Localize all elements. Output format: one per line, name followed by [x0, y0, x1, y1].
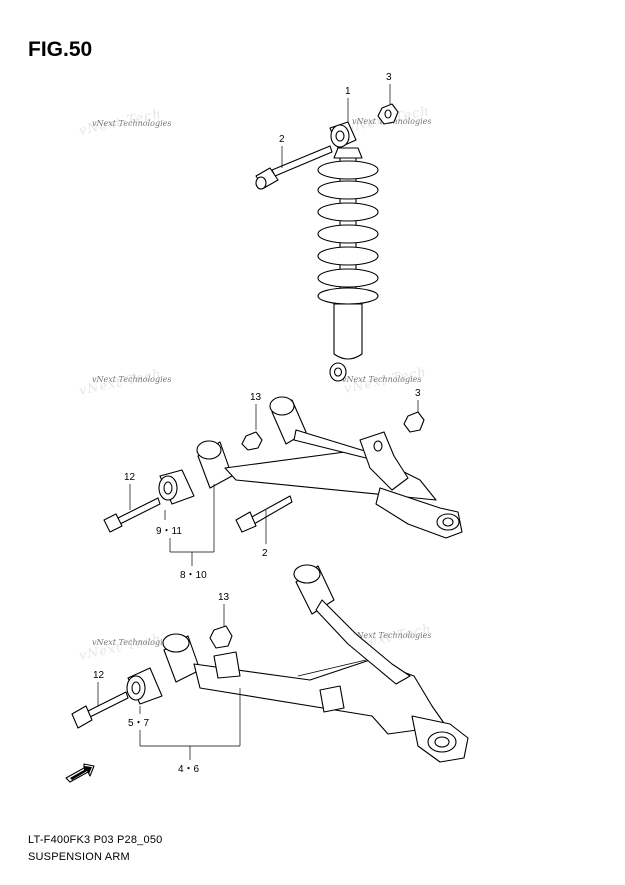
bolt-12-upper [103, 497, 161, 533]
watermark-text: vNext Technologies [352, 631, 431, 640]
callout-5-7: 5・7 [128, 718, 150, 729]
figure-title: FIG.50 [28, 38, 93, 61]
callout-8-10: 8・10 [180, 570, 207, 581]
callout-13-lower: 13 [218, 592, 230, 603]
drawing-code: LT-F400FK3 P03 P28_050 [28, 834, 163, 846]
front-direction-arrow-icon [65, 763, 95, 783]
watermark-text: vNext Technologies [92, 638, 171, 647]
callout-12-upper: 12 [124, 472, 136, 483]
bushing-lower [126, 667, 163, 705]
callout-3-mid: 3 [415, 388, 421, 399]
bolt-top [255, 145, 333, 190]
nut-top [377, 103, 399, 125]
nut-13-lower [209, 625, 233, 649]
svg-text:vNext Tech: vNext Tech [78, 632, 163, 664]
shock-absorber [317, 121, 379, 382]
watermark-text: vNext Technologies [342, 375, 421, 384]
callout-13-upper: 13 [250, 392, 262, 403]
leader-lines [97, 84, 419, 760]
callout-2-mid: 2 [262, 548, 268, 559]
callouts: 1 2 3 13 3 12 9・11 2 8・10 13 12 5・7 4・6 [93, 72, 421, 775]
bushing-upper [158, 469, 195, 505]
watermark-text: vNext Technologies [92, 119, 171, 128]
watermarks: vNext Tech vNext Technologies vNext Tech… [78, 104, 433, 664]
callout-3-top: 3 [386, 72, 392, 83]
nut-mid [403, 411, 425, 433]
figure-caption: SUSPENSION ARM [28, 851, 130, 863]
callout-12-lower: 12 [93, 670, 105, 681]
callout-9-11: 9・11 [156, 526, 182, 537]
callout-1: 1 [345, 86, 351, 97]
callout-2-top: 2 [279, 134, 285, 145]
callout-4-6: 4・6 [178, 764, 200, 775]
lower-suspension-arm [162, 564, 469, 763]
nut-13-upper [241, 431, 263, 451]
watermark-text: vNext Technologies [92, 375, 171, 384]
upper-suspension-arm [196, 396, 463, 539]
coil-spring [317, 157, 379, 309]
bolt-12-lower [71, 691, 129, 729]
bolt-mid [235, 495, 293, 533]
